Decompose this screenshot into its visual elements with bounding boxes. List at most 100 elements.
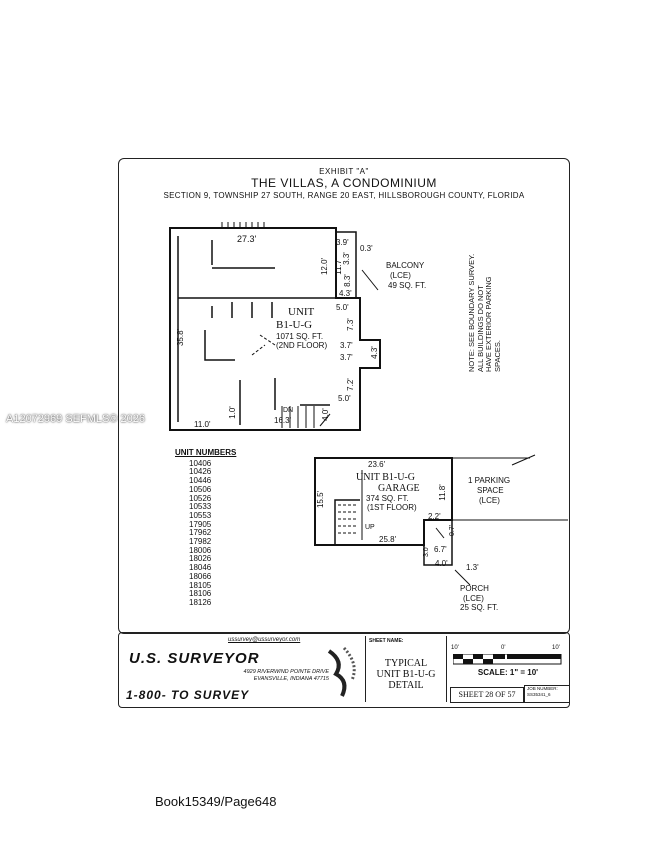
balcony-lce: (LCE) — [390, 271, 411, 280]
dim-5-0-bottom: 5.0' — [338, 394, 351, 403]
sheet-name-box: SHEET NAME: TYPICAL UNIT B1-U-G DETAIL — [365, 636, 447, 702]
scale-tick-right: 10' — [552, 645, 560, 651]
dim-7-3: 7.3' — [345, 318, 355, 331]
upper-unit-floor: (2ND FLOOR) — [276, 341, 328, 350]
dim-4-0: 4.0' — [320, 408, 330, 421]
dim-15-5: 15.5' — [316, 490, 326, 509]
surveyor-logo-block: ussurvey@ussurveyor.com U.S. SURVEYOR 49… — [124, 636, 356, 702]
dim-35-8: 35.8' — [176, 328, 186, 347]
unit-number: 10553 — [189, 510, 212, 520]
dim-3-0: 3.0' — [423, 545, 431, 558]
note: NOTE: SEE BOUNDARY SURVEY. ALL BUILDINGS… — [467, 242, 502, 372]
dim-4-3: 4.3' — [339, 289, 352, 298]
upper-unit-name: B1-U-G — [276, 319, 313, 331]
scale-text: SCALE: 1" = 10' — [477, 668, 539, 677]
dim-25-8: 25.8' — [379, 535, 397, 544]
unit-number: 10526 — [189, 493, 212, 503]
upper-unit-area: 1071 SQ. FT. — [276, 332, 324, 341]
unit-number: 10426 — [189, 467, 212, 477]
unit-number: 18006 — [189, 545, 212, 555]
parking-lce: (LCE) — [479, 496, 500, 505]
unit-number: 18046 — [189, 563, 212, 573]
scale-tick-left: 10' — [451, 645, 459, 651]
dim-1-3: 1.3' — [466, 563, 479, 572]
unit-numbers-header: UNIT NUMBERS — [175, 448, 237, 457]
sheet-line-2: UNIT B1-U-G — [376, 669, 436, 680]
dim-4-3-side: 4.3' — [369, 346, 379, 359]
scale-bar-icon — [453, 654, 562, 665]
sheet-line-1: TYPICAL — [384, 658, 428, 669]
dim-3-3: 3.3' — [341, 252, 351, 265]
surveyor-phone: 1-800- TO SURVEY — [126, 688, 250, 702]
exhibit-label: EXHIBIT "A" — [319, 167, 369, 176]
drawing-frame: EXHIBIT "A" THE VILLAS, A CONDOMINIUM SE… — [118, 158, 570, 634]
unit-number: 18066 — [189, 571, 212, 581]
upper-unit-outline — [169, 227, 381, 431]
unit-number: 10533 — [189, 502, 212, 512]
dim-16-3: 16.3' — [274, 416, 292, 425]
dim-0-3: 0.3' — [360, 244, 373, 253]
dim-1-0: 1.0' — [227, 406, 237, 419]
dim-23-6: 23.6' — [368, 460, 386, 469]
balcony-label: BALCONY — [386, 261, 425, 270]
garage-floor: (1ST FLOOR) — [367, 503, 417, 512]
dim-12-0: 12.0' — [320, 257, 330, 276]
surveyor-logo: U.S. SURVEYOR — [129, 650, 260, 667]
unit-number: 17962 — [189, 528, 212, 538]
dim-7-2: 7.2' — [345, 378, 355, 391]
dim-11-0: 11.0' — [194, 420, 211, 429]
dim-3-7-b: 3.7' — [340, 353, 353, 362]
unit-number: 18106 — [189, 589, 212, 599]
surveyor-address: 4929 RIVERWIND POINTE DRIVE EVANSVILLE, … — [229, 669, 329, 683]
job-number-label: JOB NUMBER: — [527, 686, 558, 691]
parking-label-1: 1 PARKING — [468, 476, 511, 485]
sheet-name: TYPICAL UNIT B1-U-G DETAIL — [366, 658, 446, 691]
scale-tick-mid: 0' — [501, 645, 506, 651]
legal-description: SECTION 9, TOWNSHIP 27 SOUTH, RANGE 20 E… — [163, 191, 525, 200]
map-graphic-icon — [327, 646, 356, 697]
dim-3-7-a: 3.7' — [340, 341, 353, 350]
balcony-area: 49 SQ. FT. — [388, 281, 427, 290]
stair-up-label: UP — [365, 524, 375, 531]
address-line-2: EVANSVILLE, INDIANA 47715 — [253, 676, 329, 682]
stair-dn-label: DN — [283, 407, 294, 414]
address-line-1: 4929 RIVERWIND POINTE DRIVE — [243, 669, 329, 675]
unit-number: 18026 — [189, 554, 212, 564]
book-reference: Book15349/Page648 — [155, 794, 277, 809]
sheet-number: SHEET 28 OF 57 — [450, 687, 524, 703]
job-number: SS35341_6 — [527, 692, 551, 697]
dim-27-3: 27.3' — [237, 234, 257, 244]
porch-lce: (LCE) — [463, 594, 484, 603]
condominium-title: THE VILLAS, A CONDOMINIUM — [251, 176, 437, 190]
title-block: ussurvey@ussurveyor.com U.S. SURVEYOR 49… — [118, 632, 570, 708]
job-number-box: JOB NUMBER: SS35341_6 — [524, 685, 570, 703]
dim-4-0-porch: 4.0' — [435, 559, 448, 568]
dim-5-0-top: 5.0' — [336, 303, 349, 312]
dim-8-3: 8.3' — [342, 274, 352, 287]
unit-number: 18105 — [189, 580, 212, 590]
garage-type: GARAGE — [378, 483, 420, 494]
dim-2-2: 2.2' — [428, 512, 441, 521]
upper-unit-label: UNIT — [288, 306, 315, 318]
unit-number: 17982 — [189, 537, 212, 547]
unit-number: 10406 — [189, 458, 212, 468]
parking-outline — [452, 457, 568, 521]
unit-number: 17905 — [189, 519, 212, 529]
surveyor-email: ussurvey@ussurveyor.com — [228, 637, 301, 643]
parking-label-2: SPACE — [477, 486, 504, 495]
mls-watermark: A12072969 SEFMLS© 2026 — [6, 413, 145, 425]
porch-label: PORCH — [460, 584, 489, 593]
unit-number: 10446 — [189, 476, 212, 486]
unit-numbers-list: UNIT NUMBERS 10406 10426 10446 10506 105… — [175, 448, 237, 608]
porch-area: 25 SQ. FT. — [460, 603, 499, 612]
sheet-name-label: SHEET NAME: — [369, 638, 404, 644]
balcony-outline — [336, 231, 357, 298]
dim-6-7: 6.7' — [434, 545, 447, 554]
unit-number: 18126 — [189, 597, 212, 607]
note-line-4: SPACES. — [492, 340, 502, 372]
scale-box: 10' 0' 10' SCALE: 1" = 10' — [449, 636, 567, 680]
garage-unit-label: UNIT B1-U-G — [356, 472, 415, 483]
dim-11-8: 11.8' — [437, 484, 447, 501]
garage-area: 374 SQ. FT. — [366, 494, 409, 503]
